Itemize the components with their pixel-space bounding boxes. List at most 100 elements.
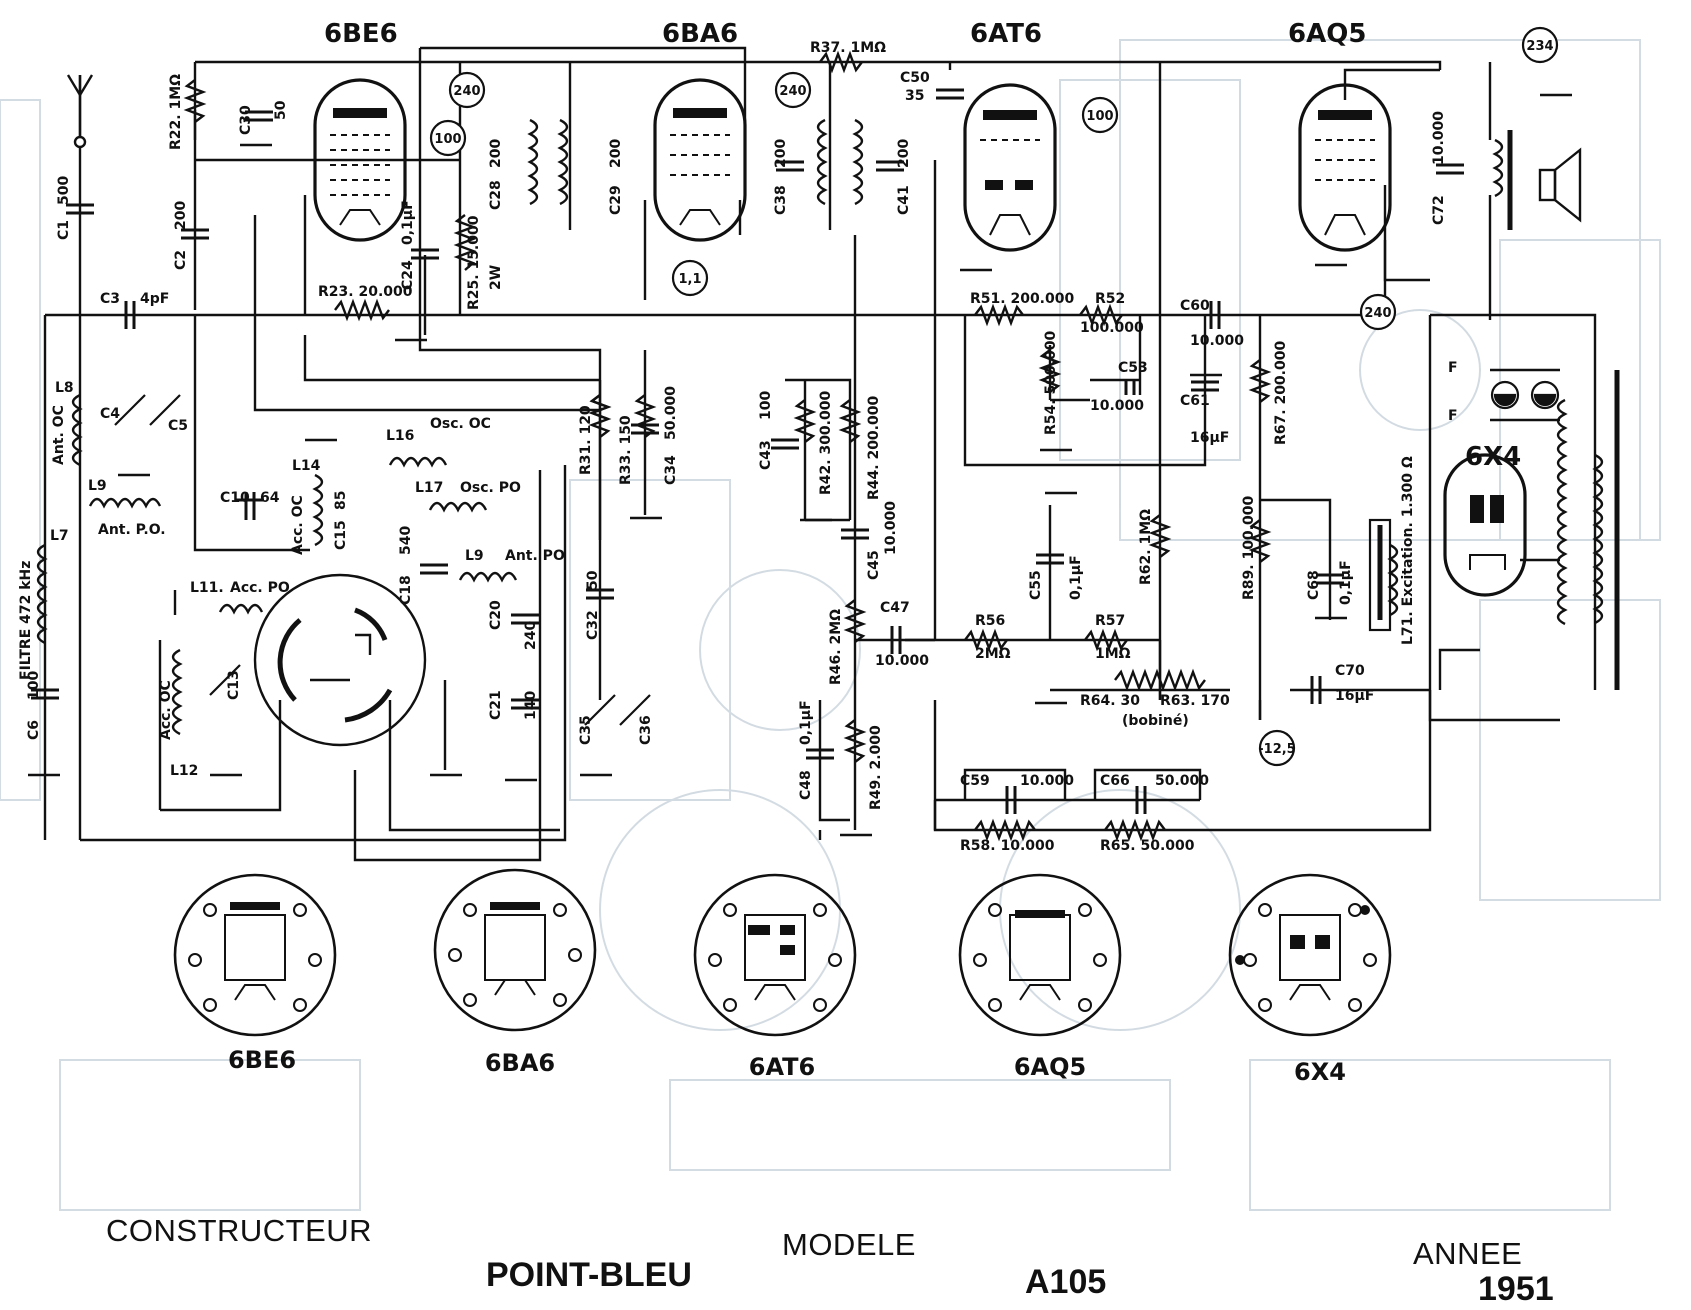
label-r65: R65. 50.000	[1100, 838, 1195, 854]
label-c48: C48	[798, 770, 814, 800]
label-c68: C68	[1306, 570, 1322, 600]
label-l71: L71. Excitation. 1.300 Ω	[1400, 456, 1416, 645]
label-c32v: 50	[585, 570, 601, 590]
tube-title-v1: 6BE6	[324, 19, 398, 49]
label-c18v: 540	[398, 526, 414, 555]
label-l11s: Acc. PO	[230, 580, 290, 596]
transformer-core	[1377, 130, 1620, 690]
label-c61v: 16μF	[1190, 430, 1229, 446]
tube-title-v2: 6BA6	[662, 19, 738, 49]
label-c68v: 0,1μF	[1338, 560, 1354, 605]
label-l9bs: Ant. PO	[505, 548, 565, 564]
label-r54: R54. 500.000	[1043, 331, 1059, 435]
pinout-diagrams	[173, 868, 1392, 1037]
label-r44: R44. 200.000	[866, 396, 882, 500]
label-r31: R31. 120	[578, 405, 594, 475]
label-l9as: Ant. P.O.	[98, 522, 166, 538]
tube-title-v3: 6AT6	[970, 19, 1042, 49]
label-c15: C15	[333, 520, 349, 550]
label-l12: L12	[170, 763, 198, 779]
annee-value: 1951	[1478, 1270, 1554, 1308]
label-filtre: FILTRE 472 kHz	[18, 561, 34, 680]
label-l16: L16	[386, 428, 414, 444]
label-c21: C21	[488, 690, 504, 720]
label-c29: C29	[608, 185, 624, 215]
label-c53v: 10.000	[1090, 398, 1144, 414]
label-c61: C61	[1180, 393, 1210, 409]
label-c6v: 100	[26, 671, 42, 700]
label-c72: C72	[1431, 195, 1447, 225]
label-c66v: 50.000	[1155, 773, 1209, 789]
label-c30v: 50	[273, 100, 289, 120]
label-c24v: 0,1μF	[400, 200, 416, 245]
label-c43v: 100	[758, 391, 774, 420]
label-c20v: 240	[523, 621, 539, 650]
label-r25w: 2W	[488, 265, 504, 290]
capacitors	[31, 88, 1464, 814]
label-c20: C20	[488, 600, 504, 630]
tube-internals	[330, 108, 1506, 570]
voltage-tag-circles	[429, 26, 1559, 767]
label-l16s: Osc. OC	[430, 416, 491, 432]
label-c41v: 200	[896, 139, 912, 168]
label-c70: C70	[1335, 663, 1365, 679]
label-c66: C66	[1100, 773, 1130, 789]
bleed-through-ghost	[0, 39, 1661, 1211]
label-c2v: 200	[173, 201, 189, 230]
constructeur-label: CONSTRUCTEUR	[106, 1213, 373, 1248]
voltage-tag-100b: 100	[1086, 109, 1113, 124]
tube-envelopes	[313, 78, 1527, 597]
label-f1: F	[1448, 360, 1458, 376]
label-r23: R23. 20.000	[318, 284, 413, 300]
label-r49: R49. 2.000	[868, 725, 884, 810]
tube-title-v4: 6AQ5	[1288, 19, 1366, 49]
label-l12s: Acc. OC	[158, 680, 174, 740]
label-r42: R42. 300.000	[818, 391, 834, 495]
annee-label: ANNEE	[1413, 1236, 1523, 1271]
voltage-tag-100a: 100	[434, 132, 461, 147]
pinout-label-6at6: 6AT6	[749, 1053, 815, 1081]
label-c2: C2	[173, 250, 189, 270]
pinout-label-6aq5: 6AQ5	[1014, 1053, 1086, 1081]
label-r64: R64. 30	[1080, 693, 1140, 709]
voltage-tag-240c: 240	[1364, 306, 1391, 321]
label-l17: L17	[415, 480, 443, 496]
label-r89: R89. 100.000	[1241, 496, 1257, 600]
label-r52: R52	[1095, 291, 1125, 307]
label-bobine: (bobiné)	[1122, 713, 1189, 729]
variable-capacitors	[114, 394, 651, 726]
label-c4: C4	[100, 406, 120, 422]
label-c53: C53	[1118, 360, 1148, 376]
label-c15v: 85	[333, 491, 349, 510]
voltage-tag-minus-12-5: -12,5	[1258, 742, 1295, 757]
label-l9b: L9	[465, 548, 484, 564]
label-c36: C36	[638, 715, 654, 745]
label-c10: C10	[220, 490, 250, 506]
modele-label: MODELE	[782, 1227, 916, 1262]
label-c59: C59	[960, 773, 990, 789]
wiring	[43, 46, 1597, 862]
resistors	[183, 50, 1272, 842]
label-c38v: 200	[773, 139, 789, 168]
pilot-lamps	[1490, 380, 1560, 410]
label-c3v: 4pF	[140, 291, 169, 307]
label-r37: R37. 1MΩ	[810, 40, 886, 56]
label-l8: L8	[55, 380, 74, 396]
label-c35: C35	[578, 715, 594, 745]
label-c55v: 0,1μF	[1068, 555, 1084, 600]
label-c1v: 500	[56, 176, 72, 205]
label-r33: R33. 150	[618, 415, 634, 485]
pinout-label-6be6: 6BE6	[228, 1046, 296, 1074]
label-c34v: 50.000	[663, 386, 679, 440]
voltage-tag-234: 234	[1526, 39, 1553, 54]
label-c55: C55	[1028, 570, 1044, 600]
label-c59v: 10.000	[1020, 773, 1074, 789]
pinout-label-6x4: 6X4	[1294, 1058, 1346, 1086]
label-c32: C32	[585, 610, 601, 640]
label-c1: C1	[56, 220, 72, 240]
antenna-icon	[66, 74, 94, 149]
label-c30: C30	[238, 105, 254, 135]
label-r51: R51. 200.000	[970, 291, 1074, 307]
label-c45: C45	[866, 550, 882, 580]
